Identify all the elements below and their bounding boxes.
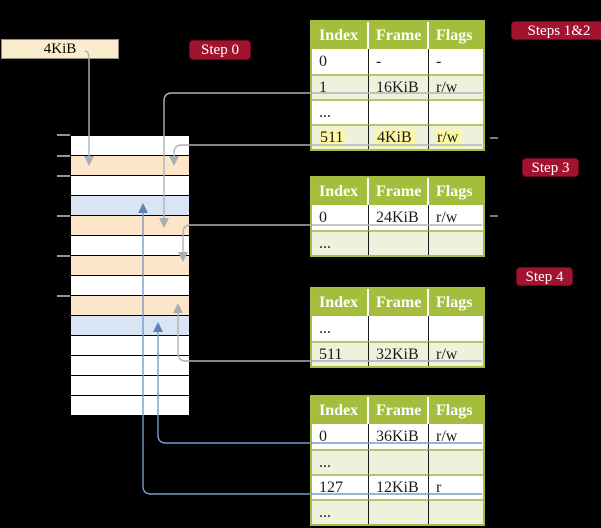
memory-frame-row xyxy=(70,255,190,276)
highlight-mark: r/w xyxy=(436,128,462,147)
page-table-at-24kib: Index Frame Flags ... 511 32KiB r/w xyxy=(310,287,485,368)
table-row: ... xyxy=(312,230,483,255)
badge-steps-1-2-label: Steps 1&2 xyxy=(527,23,591,39)
cell-frame: 24KiB xyxy=(369,205,429,230)
table-row-highlighted: 511 4KiB r/w xyxy=(312,124,483,149)
memory-frame-row xyxy=(70,355,190,376)
memory-frame-row xyxy=(70,295,190,316)
highlight-mark: 4KiB xyxy=(376,128,415,147)
badge-step-4: Step 4 xyxy=(516,267,573,286)
cell-frame xyxy=(369,99,429,124)
memory-frame-row xyxy=(70,175,190,196)
column-header-index: Index xyxy=(312,178,369,205)
badge-step-4-label: Step 4 xyxy=(525,269,564,285)
table-row: ... xyxy=(312,499,483,524)
cell-flags xyxy=(429,230,483,255)
memory-frame-row xyxy=(70,215,190,236)
cell-frame xyxy=(369,316,429,341)
memory-frame-row xyxy=(70,395,190,416)
cell-frame: 16KiB xyxy=(369,74,429,99)
memory-frame-row xyxy=(70,315,190,336)
memory-frame-row xyxy=(70,195,190,216)
table-row: 511 32KiB r/w xyxy=(312,341,483,366)
cell-index: ... xyxy=(312,499,369,524)
cell-frame xyxy=(369,230,429,255)
table-row: 0 - - xyxy=(312,49,483,74)
table-row: 0 36KiB r/w xyxy=(312,424,483,449)
table-row: ... xyxy=(312,449,483,474)
memory-tick xyxy=(57,134,70,136)
cell-index: 511 xyxy=(312,341,369,366)
badge-step-0-label: Step 0 xyxy=(201,42,239,58)
cell-flags: r/w xyxy=(429,341,483,366)
badge-step-3-label: Step 3 xyxy=(531,160,570,176)
memory-frame-row xyxy=(70,135,190,156)
cell-index: 0 xyxy=(312,49,369,74)
cell-frame: - xyxy=(369,49,429,74)
memory-tick xyxy=(57,295,70,297)
column-header-frame: Frame xyxy=(369,397,429,424)
column-header-flags: Flags xyxy=(429,289,483,316)
cell-index: ... xyxy=(312,99,369,124)
cell-index: 127 xyxy=(312,474,369,499)
memory-tick xyxy=(57,175,70,177)
memory-frame-row xyxy=(70,335,190,356)
cell-frame: 36KiB xyxy=(369,424,429,449)
cell-frame xyxy=(369,499,429,524)
badge-steps-1-2: Steps 1&2 xyxy=(511,21,601,40)
column-header-index: Index xyxy=(312,22,369,49)
memory-frame-row xyxy=(70,375,190,396)
cell-frame: 32KiB xyxy=(369,341,429,366)
memory-tick xyxy=(57,255,70,257)
root-page-table: Index Frame Flags 0 - - 1 16KiB r/w ... … xyxy=(310,20,485,151)
memory-tick xyxy=(57,155,70,157)
column-header-flags: Flags xyxy=(429,22,483,49)
column-header-flags: Flags xyxy=(429,397,483,424)
table-row: 1 16KiB r/w xyxy=(312,74,483,99)
cell-frame: 12KiB xyxy=(369,474,429,499)
column-header-frame: Frame xyxy=(369,22,429,49)
column-header-frame: Frame xyxy=(369,178,429,205)
cell-flags: r/w xyxy=(429,74,483,99)
memory-frame-row xyxy=(70,275,190,296)
physical-memory-stack xyxy=(70,135,190,416)
cell-index: ... xyxy=(312,449,369,474)
cell-frame: 4KiB xyxy=(369,124,429,149)
page-size-label: 4KiB xyxy=(43,41,77,57)
cell-flags: r/w xyxy=(429,205,483,230)
column-header-index: Index xyxy=(312,397,369,424)
cell-flags: r xyxy=(429,474,483,499)
cell-flags: r/w xyxy=(429,124,483,149)
badge-step-0: Step 0 xyxy=(189,40,251,60)
table-row: 127 12KiB r xyxy=(312,474,483,499)
memory-frame-row xyxy=(70,155,190,176)
cell-flags xyxy=(429,99,483,124)
column-header-index: Index xyxy=(312,289,369,316)
highlight-mark: 511 xyxy=(319,128,347,147)
memory-tick xyxy=(57,215,70,217)
cell-flags: - xyxy=(429,49,483,74)
memory-frame-row xyxy=(70,235,190,256)
badge-step-3: Step 3 xyxy=(522,158,579,177)
cell-index: 0 xyxy=(312,205,369,230)
column-header-frame: Frame xyxy=(369,289,429,316)
cell-index: 1 xyxy=(312,74,369,99)
table-row: 0 24KiB r/w xyxy=(312,205,483,230)
table-row: ... xyxy=(312,316,483,341)
cell-flags: r/w xyxy=(429,424,483,449)
cell-frame xyxy=(369,449,429,474)
column-header-flags: Flags xyxy=(429,178,483,205)
page-table-at-16kib: Index Frame Flags 0 24KiB r/w ... xyxy=(310,176,485,257)
cell-index: ... xyxy=(312,316,369,341)
cell-index: ... xyxy=(312,230,369,255)
cell-index: 511 xyxy=(312,124,369,149)
page-size-box: 4KiB xyxy=(1,39,119,59)
cell-flags xyxy=(429,316,483,341)
table-row: ... xyxy=(312,99,483,124)
page-table-at-32kib: Index Frame Flags 0 36KiB r/w ... 127 12… xyxy=(310,395,485,526)
cell-flags xyxy=(429,449,483,474)
cell-flags xyxy=(429,499,483,524)
cell-index: 0 xyxy=(312,424,369,449)
